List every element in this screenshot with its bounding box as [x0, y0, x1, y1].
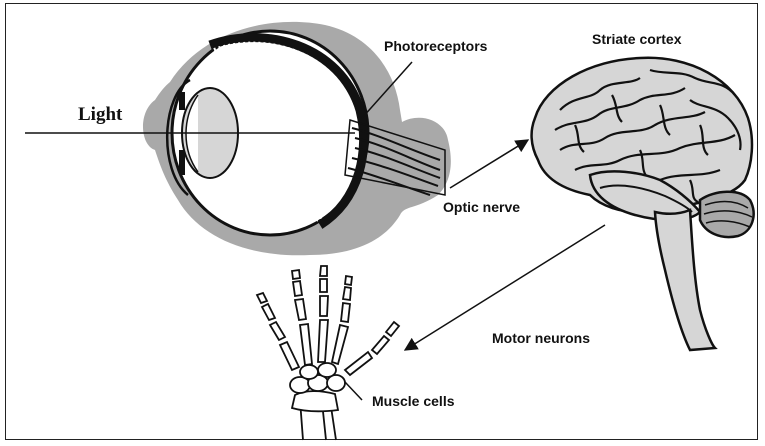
muscle-cells-pointer [345, 382, 362, 400]
optic-nerve-label: Optic nerve [443, 199, 520, 215]
muscle-cells-label: Muscle cells [372, 393, 455, 409]
optic-nerve-arrow [450, 140, 528, 188]
photoreceptors-label: Photoreceptors [384, 38, 487, 54]
brain-illustration [532, 58, 754, 350]
motor-neurons-label: Motor neurons [492, 330, 590, 346]
striate-cortex-label: Striate cortex [592, 31, 681, 47]
light-label: Light [78, 104, 122, 126]
eye-illustration [143, 22, 451, 255]
hand-skeleton-illustration [257, 266, 399, 440]
brainstem [655, 210, 715, 350]
